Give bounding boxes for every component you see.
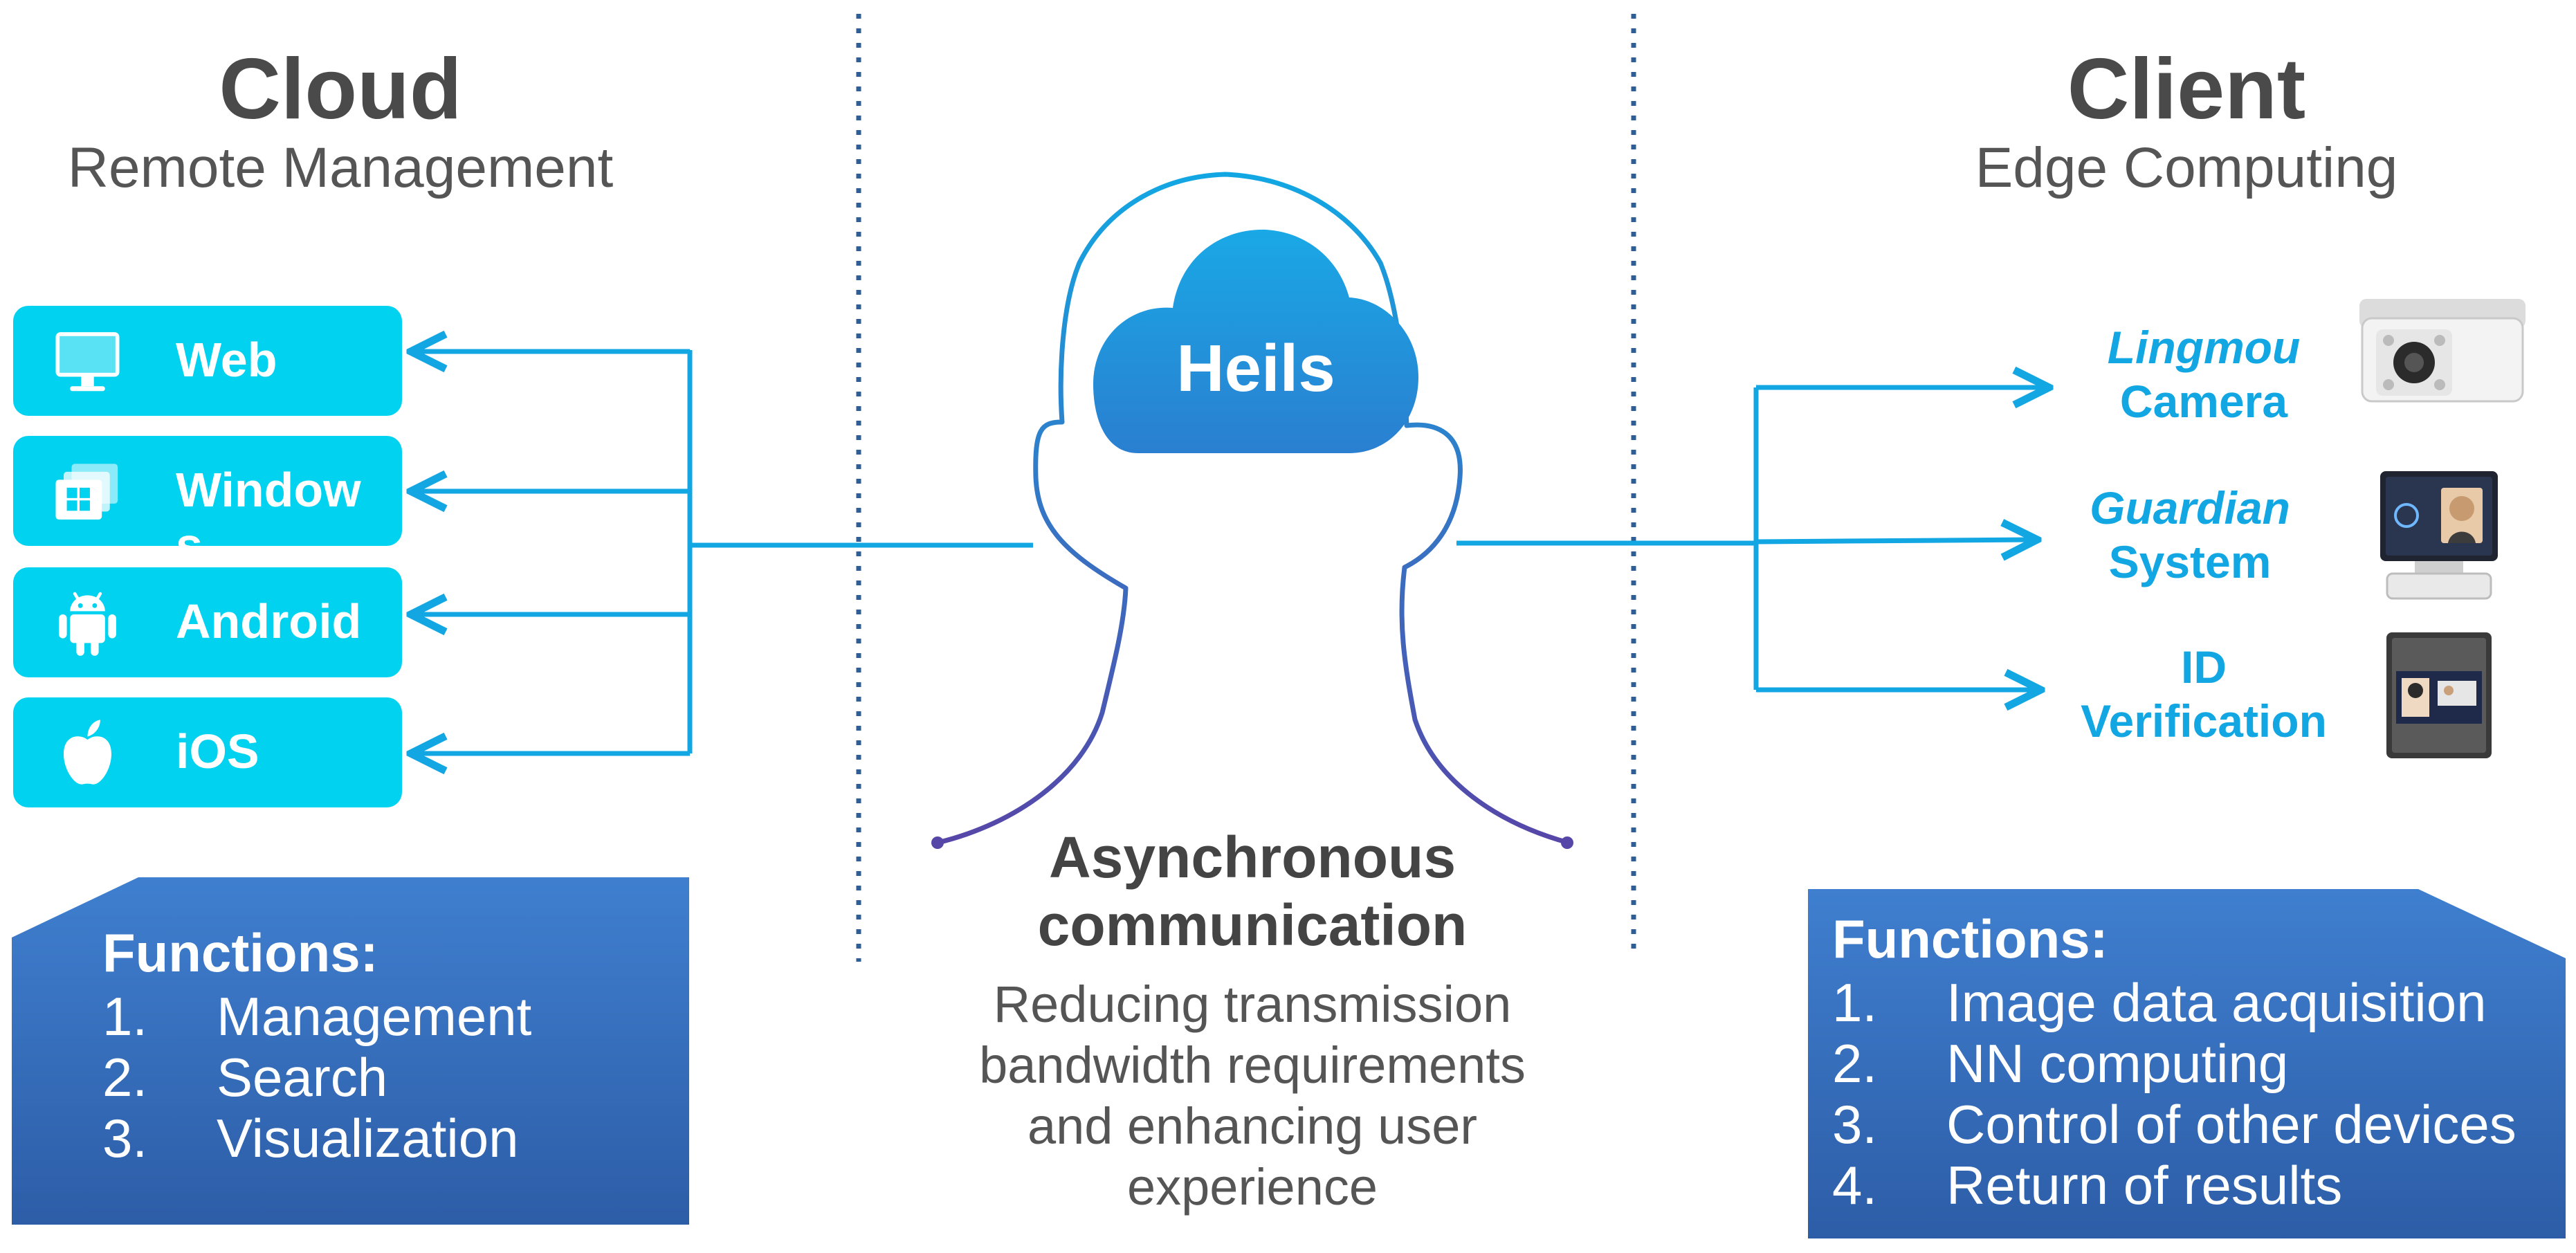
- face-terminal-icon: [2380, 471, 2498, 600]
- apple-icon: [64, 720, 111, 785]
- platform-android-label: Android: [176, 594, 362, 648]
- center-desc-line2: bandwidth requirements: [979, 1036, 1526, 1094]
- android-icon: [59, 592, 116, 656]
- windows-icon: [55, 464, 118, 520]
- left-connectors: [415, 350, 1033, 753]
- right-functions-box-shape: [1808, 889, 2566, 1238]
- platform-web-label: Web: [176, 333, 277, 387]
- right-function-item: 4.Return of results: [1832, 1155, 2343, 1216]
- cloud-subtitle: Remote Management: [67, 136, 614, 199]
- left-functions-box: Functions: 1.Management 2.Search 3.Visua…: [102, 920, 677, 1169]
- right-function-item: 3.Control of other devices: [1832, 1094, 2516, 1155]
- platform-windows-label: Windows: [176, 463, 361, 572]
- device-lingmou-camera-label: Lingmou Camera: [2107, 322, 2301, 427]
- monitor-icon: [55, 332, 120, 392]
- left-functions-box-shape: [12, 877, 689, 1225]
- device-guardian-system-label: Guardian System: [2090, 482, 2290, 587]
- left-function-item: 2.Search: [102, 1047, 388, 1108]
- client-title: Client: [2067, 42, 2306, 137]
- platform-web-button[interactable]: Web: [13, 306, 402, 416]
- platform-ios-label: iOS: [176, 724, 259, 778]
- cloud-title: Cloud: [219, 42, 462, 137]
- camera-icon: [2359, 299, 2525, 403]
- device-id-verification-label: ID Verification: [2081, 641, 2327, 747]
- right-function-item: 2.NN computing: [1832, 1033, 2289, 1094]
- head-outline: [935, 172, 1571, 845]
- left-function-item: 3.Visualization: [102, 1108, 519, 1169]
- center-desc-line3: and enhancing user: [1027, 1097, 1478, 1155]
- left-function-item: 1.Management: [102, 986, 532, 1047]
- cloud-label: Heils: [1176, 331, 1335, 405]
- left-functions-title: Functions:: [102, 922, 378, 983]
- client-subtitle: Edge Computing: [1975, 136, 2398, 199]
- center-desc-line1: Reducing transmission: [993, 976, 1512, 1033]
- right-function-item: 1.Image data acquisition: [1832, 972, 2487, 1033]
- right-functions-title: Functions:: [1832, 908, 2108, 969]
- right-connectors: [1456, 387, 2045, 690]
- center-heading-line2: communication: [1037, 893, 1468, 958]
- head-end-dot-right: [1561, 836, 1573, 849]
- center-heading-line1: Asynchronous: [1048, 825, 1456, 890]
- cloud-shape: [1093, 229, 1418, 453]
- id-verification-terminal-icon: [2386, 632, 2492, 758]
- center-text-block: Asynchronous communication Reducing tran…: [872, 823, 1633, 1218]
- platform-android-button[interactable]: Android: [13, 567, 402, 677]
- head-end-dot-left: [931, 836, 944, 849]
- platform-windows-button[interactable]: Windows: [13, 436, 402, 572]
- platform-ios-button[interactable]: iOS: [13, 697, 402, 807]
- right-functions-box: Functions: 1.Image data acquisition 2.NN…: [1832, 906, 2566, 1216]
- center-desc-line4: experience: [1126, 1158, 1378, 1216]
